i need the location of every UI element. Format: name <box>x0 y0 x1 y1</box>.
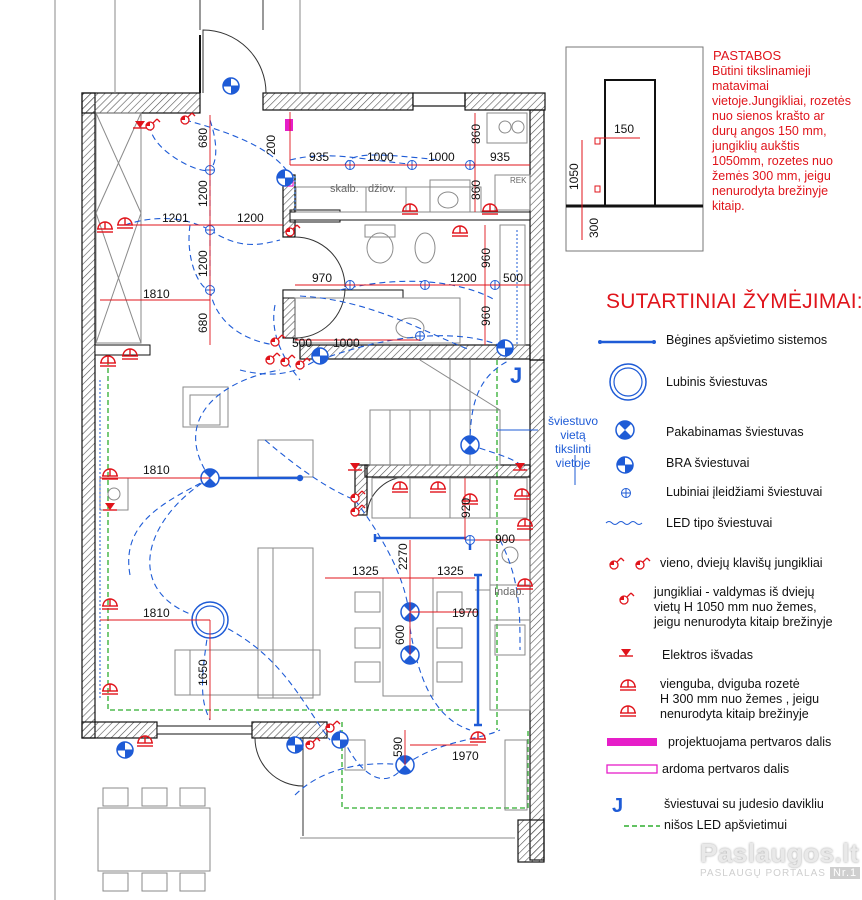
legend-title: SUTARTINIAI ŽYMĖJIMAI: <box>606 290 862 313</box>
dim-label: 1200 <box>196 180 210 207</box>
dim-label: 600 <box>393 625 407 645</box>
dim-label: 1201 <box>162 211 189 225</box>
room-label-rek: REK <box>510 176 527 185</box>
dim-label: 680 <box>196 128 210 148</box>
track-lighting <box>210 474 482 727</box>
dim-300: 300 <box>587 218 601 238</box>
legend-item-pendant: Pakabinamas šviestuvas <box>666 425 804 439</box>
legend-item-track: Bėgines apšvietimo sistemos <box>666 333 828 347</box>
dim-label: 1000 <box>428 150 455 164</box>
dim-label: 1200 <box>237 211 264 225</box>
watermark-name: Paslaugos.lt <box>700 838 860 868</box>
dim-label: 935 <box>309 150 329 164</box>
room-label-drying: džiov. <box>368 183 396 195</box>
light-fixtures <box>116 77 514 775</box>
dim-label: 920 <box>459 498 473 518</box>
dim-label: 860 <box>469 124 483 144</box>
dim-label: 1970 <box>452 749 479 763</box>
notes-body: Būtini tikslinamieji matavimai vietoje.J… <box>712 64 851 213</box>
dim-label: 500 <box>292 336 312 350</box>
dimension-labels: 680 1200 1200 680 200 935 1000 1000 935 … <box>143 124 523 763</box>
legend-item-bra: BRA šviestuvai <box>666 456 750 470</box>
dim-label: 1650 <box>196 659 210 686</box>
dim-label: 1000 <box>333 336 360 350</box>
dim-label: 1810 <box>143 287 170 301</box>
dim-label: 590 <box>391 737 405 757</box>
dim-150: 150 <box>614 122 634 136</box>
legend-item-projected-partition: projektuojama pertvaros dalis <box>668 735 832 749</box>
legend-item-recessed: Lubiniai įleidžiami šviestuvai <box>666 485 823 499</box>
dim-label: 2270 <box>396 543 410 570</box>
dim-label: 860 <box>469 180 483 200</box>
legend-item-switch: vieno, dviejų klavišų jungikliai <box>660 556 823 570</box>
legend-item-led: LED tipo šviestuvai <box>666 516 773 530</box>
dim-label: 1325 <box>352 564 379 578</box>
height-detail-sketch: 150 1050 300 <box>565 46 704 252</box>
legend-symbols: J <box>598 340 660 827</box>
fixture-location-note: šviestuvo vietą tikslinti vietoje <box>547 414 599 470</box>
watermark-tagline: PASLAUGŲ PORTALAS <box>700 868 826 879</box>
dim-label: 1200 <box>196 250 210 277</box>
room-labels: skalb. džiov. REK Indap. <box>330 176 527 598</box>
dim-label: 970 <box>312 271 332 285</box>
dim-label: 680 <box>196 313 210 333</box>
furniture <box>95 112 531 811</box>
dimension-lines <box>100 112 530 765</box>
terrace <box>54 0 515 900</box>
led-strips <box>99 176 518 700</box>
dim-label: 935 <box>490 150 510 164</box>
room-label-dishwasher: Indap. <box>494 586 525 598</box>
dim-label: 500 <box>503 271 523 285</box>
dim-label: 200 <box>264 135 278 155</box>
legend-item-motion: šviestuvai su judesio davikliu <box>664 797 824 811</box>
dim-1050: 1050 <box>567 163 581 190</box>
dim-label: 1200 <box>450 271 477 285</box>
legend-item-niche-led: nišos LED apšvietimui <box>664 818 787 832</box>
dim-label: 1810 <box>143 463 170 477</box>
dim-label: 1000 <box>367 150 394 164</box>
legend-item-removed-partition: ardoma pertvaros dalis <box>662 762 790 776</box>
watermark-badge: Nr.1 <box>829 867 861 879</box>
dim-label: 1970 <box>452 606 479 620</box>
dim-label: 960 <box>479 306 493 326</box>
legend-item-two-way-switch: jungikliai - valdymas iš dviejų vietų H … <box>654 585 833 629</box>
dim-label: 960 <box>479 248 493 268</box>
dim-label: 900 <box>495 532 515 546</box>
legend-item-outlet: Elektros išvadas <box>662 648 754 662</box>
motion-sensor-icon: J <box>510 363 522 388</box>
notes-title: PASTABOS <box>713 48 782 63</box>
legend-item-ceiling: Lubinis šviestuvas <box>666 375 768 389</box>
dim-label: 1325 <box>437 564 464 578</box>
dim-label: 1810 <box>143 606 170 620</box>
legend-item-socket: vienguba, dviguba rozetė H 300 mm nuo že… <box>660 677 820 721</box>
legend-motion-icon: J <box>612 795 623 817</box>
room-label-laundry: skalb. <box>330 183 359 195</box>
switches <box>145 112 366 750</box>
